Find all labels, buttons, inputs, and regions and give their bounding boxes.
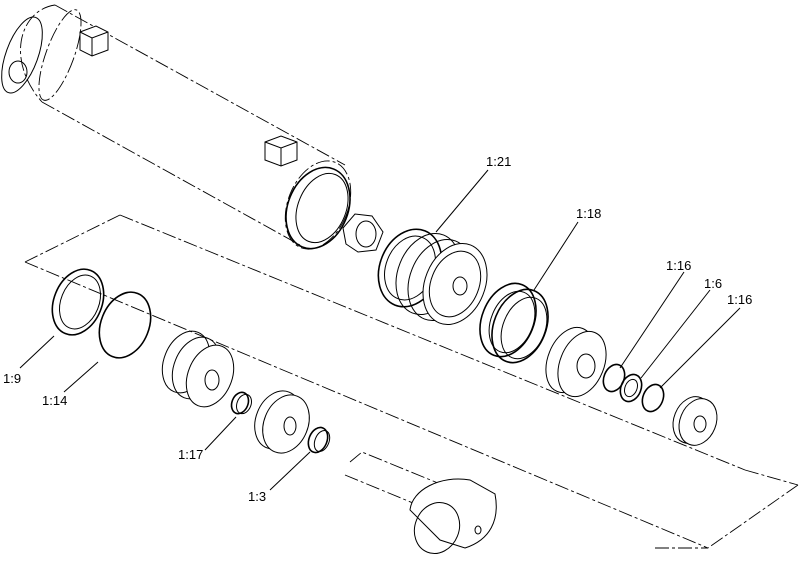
callout-1-16-second: 1:16 bbox=[727, 292, 752, 307]
callout-1-6: 1:6 bbox=[704, 276, 722, 291]
callout-1-14: 1:14 bbox=[42, 393, 67, 408]
rod-seal bbox=[307, 426, 331, 454]
cylinder-barrel bbox=[1, 4, 352, 250]
callout-1-21: 1:21 bbox=[486, 154, 511, 169]
piston-rod bbox=[344, 451, 497, 554]
callout-1-17: 1:17 bbox=[178, 447, 203, 462]
leader-lines bbox=[19, 169, 741, 491]
lower-group-frame bbox=[24, 214, 799, 549]
end-washer bbox=[672, 396, 718, 446]
lower-washer bbox=[254, 390, 310, 454]
callout-1-3: 1:3 bbox=[248, 489, 266, 504]
callout-1-16-first: 1:16 bbox=[666, 258, 691, 273]
callout-1-18: 1:18 bbox=[576, 206, 601, 221]
lower-rings bbox=[51, 268, 152, 359]
piston-assembly bbox=[377, 228, 488, 326]
gland bbox=[545, 326, 607, 398]
callout-1-9: 1:9 bbox=[3, 371, 21, 386]
bushing bbox=[230, 391, 252, 415]
hex-nut bbox=[342, 213, 384, 253]
barrel-end-ring bbox=[285, 166, 351, 250]
wear-ring-set bbox=[479, 282, 549, 364]
lower-piston bbox=[161, 330, 235, 408]
small-rings bbox=[602, 363, 665, 413]
callout-labels: 1:21 1:18 1:16 1:6 1:16 1:9 1:14 1:17 1:… bbox=[3, 154, 752, 504]
